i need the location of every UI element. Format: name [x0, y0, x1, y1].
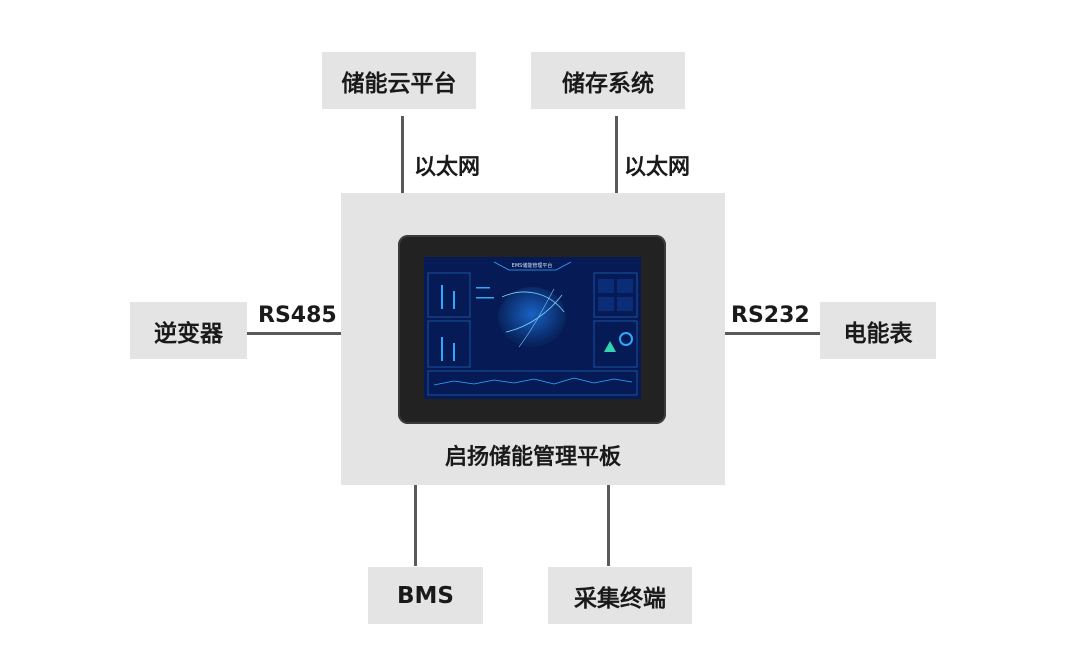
- bottom-chart-panel: [427, 370, 638, 396]
- globe-graphic: [498, 287, 566, 347]
- bms-connector-line: [414, 485, 417, 566]
- right-bottom-panel: [593, 320, 638, 368]
- inverter-node: 逆变器: [130, 302, 247, 359]
- cloud-link-label: 以太网: [414, 155, 481, 180]
- meter-node: 电能表: [820, 302, 936, 359]
- terminal-connector-line: [607, 485, 610, 566]
- left-bottom-panel: [427, 320, 471, 368]
- center-device-title: 启扬储能管理平板: [444, 445, 621, 470]
- left-top-panel: [427, 272, 471, 318]
- cloud-platform-node: 储能云平台: [322, 52, 476, 109]
- storage-connector-line: [615, 116, 618, 193]
- cloud-connector-line: [401, 116, 404, 193]
- inverter-connector-line: [247, 332, 341, 335]
- dashboard-graphic: EMS储能管理平台: [424, 257, 641, 399]
- right-top-panel: [593, 272, 638, 318]
- bms-node: BMS: [368, 567, 483, 624]
- storage-link-label: 以太网: [624, 155, 691, 180]
- inverter-link-label: RS485: [258, 303, 337, 328]
- meter-connector-line: [725, 332, 820, 335]
- screen-title: EMS储能管理平台: [512, 262, 553, 269]
- storage-system-node: 储存系统: [531, 52, 685, 109]
- collection-terminal-node: 采集终端: [548, 567, 692, 624]
- meter-link-label: RS232: [731, 303, 810, 328]
- tablet-screen: EMS储能管理平台: [424, 257, 641, 399]
